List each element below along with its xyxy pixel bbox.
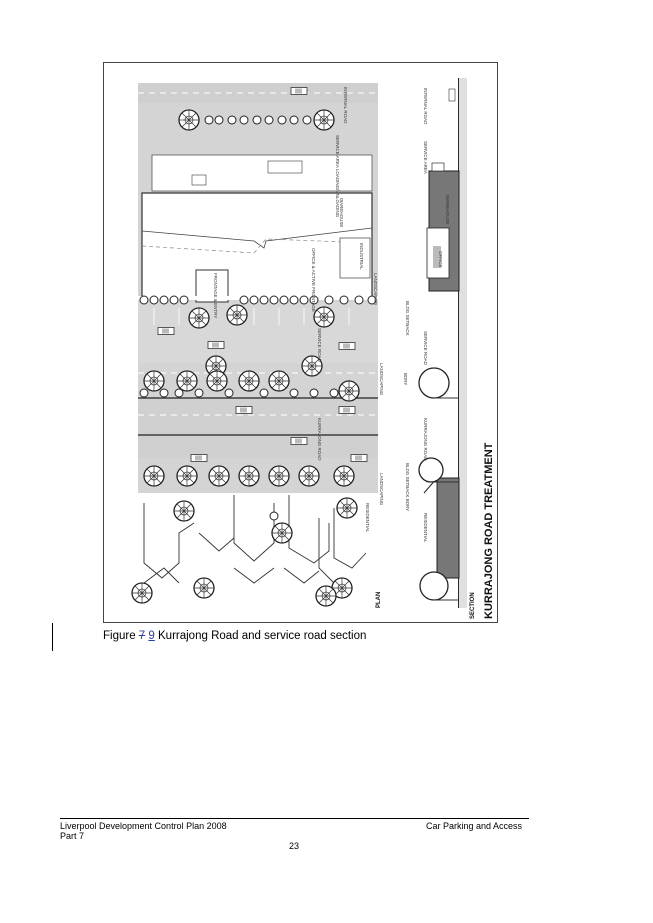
- section-drawing: [423, 78, 467, 608]
- footer-section-name: Car Parking and Access: [426, 821, 523, 831]
- plan-label-warehouse: WAREHOUSE: [339, 198, 344, 227]
- section-label-service-road: SERVICE ROAD: [423, 331, 428, 366]
- section-label-bldg-setback: BLDG SETBACK: [405, 301, 410, 336]
- footer-divider: [60, 818, 529, 819]
- plan-label-landscaping-3: LANDSCAPING: [379, 473, 384, 506]
- figure-frame: INTERNAL ROAD SERVICE AREA LOADING/UNLOA…: [103, 62, 498, 623]
- plan-label-kurrajong-road: KURRAJONG ROAD: [317, 418, 322, 461]
- plan-label-landscaping-2: LANDSCAPING: [379, 363, 384, 396]
- service-area: [151, 154, 373, 192]
- figure-title: KURRAJONG ROAD TREATMENT: [483, 442, 495, 619]
- section-label-internal-road: INTERNAL ROAD: [423, 88, 428, 125]
- section-title: SECTION: [470, 592, 476, 619]
- section-label-bdry: BDRY: [403, 373, 408, 385]
- section-label-warehouse: WAREHOUSE: [445, 195, 450, 224]
- section-label-service-area: SERVICE AREA: [423, 141, 428, 174]
- plan-label-office-activity: OFFICE & ACTIVE FRONTAGE: [311, 248, 316, 312]
- site-drawing: INTERNAL ROAD SERVICE AREA LOADING/UNLOA…: [131, 78, 495, 619]
- plan-label-internal-road: INTERNAL ROAD: [343, 87, 348, 124]
- plan-label-industrial: INDUSTRIAL: [359, 243, 364, 270]
- footer-left: Liverpool Development Control Plan 2008 …: [60, 821, 227, 841]
- caption-inserted-number: 9: [148, 630, 155, 642]
- section-label-office: OFFICE: [438, 251, 443, 268]
- section-label-bldg-setback-bdry: BLDG SETBACK BDRY: [405, 463, 410, 511]
- plan-label-landscaping-1: LANDSCAPING: [373, 273, 378, 306]
- plan-label-service-area: SERVICE AREA LOADING/UNLOADING: [335, 135, 340, 218]
- plan-title: PLAN: [376, 592, 382, 608]
- figure-caption: Figure 7 9 Kurrajong Road and service ro…: [103, 630, 366, 642]
- caption-text: Kurrajong Road and service road section: [154, 630, 367, 642]
- plan-label-service-road: SERVICE ROAD: [317, 328, 322, 363]
- footer-doc-title: Liverpool Development Control Plan 2008: [60, 821, 227, 831]
- section-label-kurrajong-road: KURRAJONG ROAD: [423, 418, 428, 461]
- caption-prefix: Figure: [103, 630, 139, 642]
- revision-change-bar: [52, 623, 53, 651]
- section-trees: [418, 367, 459, 601]
- page-number: 23: [289, 841, 300, 851]
- plan-label-frontage-entry: FRONTAGE & ENTRY: [213, 273, 218, 318]
- caption-deleted-number: 7: [138, 630, 146, 642]
- plan-label-residential: RESIDENTIAL: [365, 503, 370, 533]
- footer-part: Part 7: [60, 831, 85, 841]
- section-label-residential: RESIDENTIAL: [423, 513, 428, 543]
